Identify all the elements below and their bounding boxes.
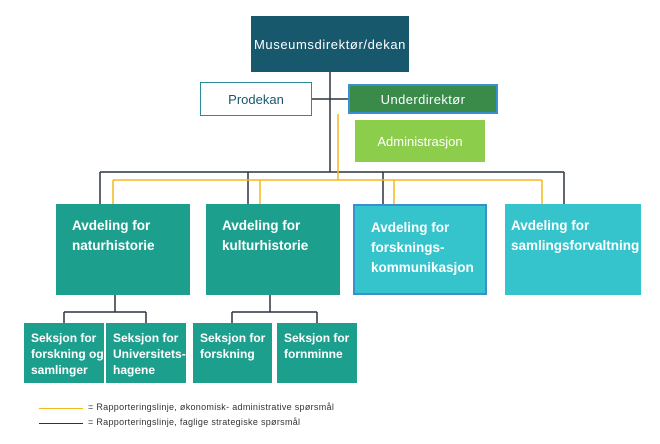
node-prodekan: Prodekan [200, 82, 312, 116]
node-dept-label: Avdeling for forsknings- kommunikasjon [371, 220, 474, 275]
node-underdirektor: Underdirektør [348, 84, 498, 114]
node-dept-naturhistorie: Avdeling for naturhistorie [56, 204, 190, 295]
legend-professional: = Rapporteringslinje, faglige strategisk… [88, 417, 301, 427]
legend-line-professional [39, 423, 83, 424]
node-dept-samlingsforvaltning: Avdeling for samlingsforvaltning [505, 204, 641, 295]
node-underdirektor-label: Underdirektør [380, 91, 466, 107]
node-sec-label: Seksjon for Universitets- hagene [113, 331, 186, 377]
node-dept-kulturhistorie: Avdeling for kulturhistorie [206, 204, 340, 295]
node-dept-label: Avdeling for naturhistorie [72, 218, 155, 253]
node-administrasjon: Administrasjon [355, 120, 485, 162]
node-sec-label: Seksjon for fornminne [284, 331, 350, 361]
node-sec-label: Seksjon for forskning [200, 331, 266, 361]
node-administrasjon-label: Administrasjon [377, 133, 463, 149]
node-sec-forskning-samlinger: Seksjon for forskning og samlinger [24, 323, 104, 383]
node-sec-forskning: Seksjon for forskning [193, 323, 272, 383]
node-dept-forskningskommunikasjon: Avdeling for forsknings- kommunikasjon [353, 204, 487, 295]
legend-administrative: = Rapporteringslinje, økonomisk- adminis… [88, 402, 335, 412]
legend-line-administrative [39, 408, 83, 409]
node-sec-fornminne: Seksjon for fornminne [277, 323, 357, 383]
node-sec-label: Seksjon for forskning og samlinger [31, 331, 104, 377]
node-director-label: Museumsdirektør/dekan [253, 36, 407, 52]
node-sec-universitetshagene: Seksjon for Universitets- hagene [106, 323, 186, 383]
node-prodekan-label: Prodekan [228, 91, 284, 107]
node-dept-label: Avdeling for samlingsforvaltning [511, 218, 640, 253]
node-dept-label: Avdeling for kulturhistorie [222, 218, 309, 253]
node-director: Museumsdirektør/dekan [251, 16, 409, 72]
